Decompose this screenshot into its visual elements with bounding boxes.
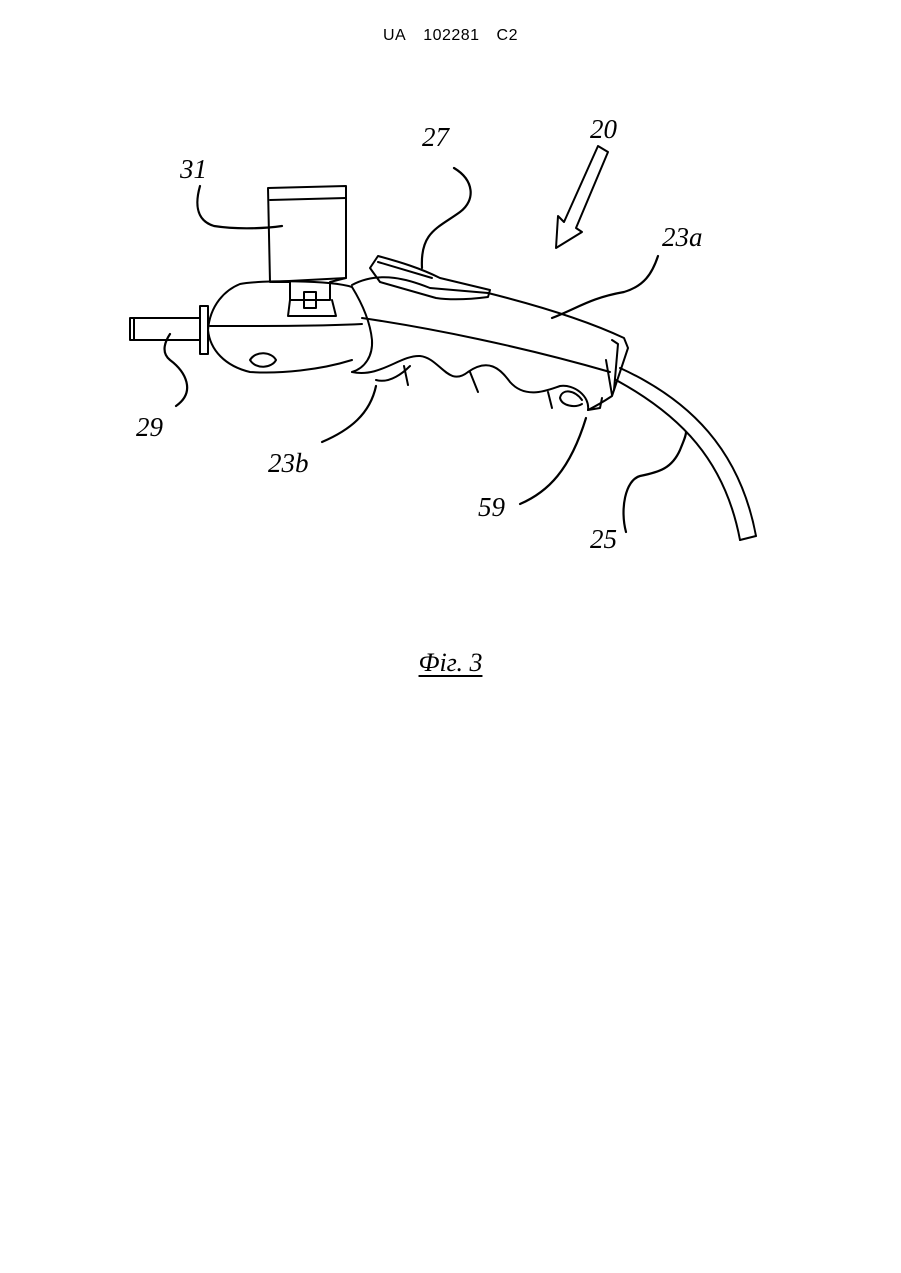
- direction-arrow-20: [556, 146, 608, 248]
- cable-25: [616, 368, 756, 540]
- leader-lines: [165, 168, 686, 532]
- leader-23b: [322, 386, 376, 442]
- handle-shell-23b: [352, 287, 602, 410]
- ref-25: 25: [590, 524, 617, 554]
- leader-25: [624, 432, 686, 532]
- nozzle-tip-29: [130, 318, 200, 340]
- leader-23a: [552, 256, 658, 318]
- ref-29: 29: [136, 412, 164, 442]
- leader-27: [422, 168, 471, 268]
- ref-59: 59: [478, 492, 506, 522]
- nozzle-head: [200, 281, 362, 372]
- ref-23b: 23b: [268, 448, 309, 478]
- figure-caption-text: Фіг. 3: [419, 648, 483, 677]
- leader-59: [520, 418, 586, 504]
- ref-31: 31: [179, 154, 207, 184]
- ref-27: 27: [422, 122, 451, 152]
- handle-shell-23a: [352, 277, 628, 410]
- leader-29: [165, 334, 188, 406]
- ref-23a: 23a: [662, 222, 703, 252]
- figure-caption: Фіг. 3: [0, 648, 901, 678]
- cartridge-31: [268, 186, 346, 316]
- ref-20: 20: [590, 114, 618, 144]
